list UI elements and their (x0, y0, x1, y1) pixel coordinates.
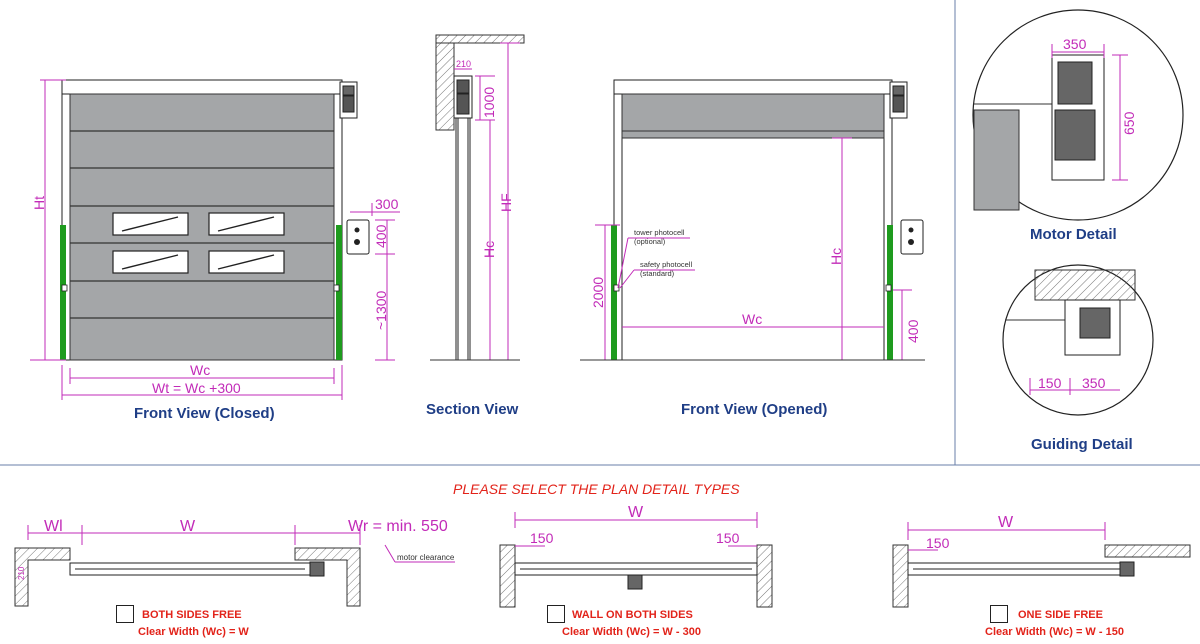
option-formula-both-sides-free: Clear Width (Wc) = W (138, 626, 249, 638)
guiding-detail (1002, 264, 1154, 416)
option-title-both-sides-free: BOTH SIDES FREE (142, 609, 242, 621)
plan1-dim-wl: Wl (44, 518, 63, 535)
note-safety-photocell: safety photocell (640, 260, 692, 269)
plan-heading: PLEASE SELECT THE PLAN DETAIL TYPES (453, 481, 740, 497)
dim-wc-closed: Wc (190, 362, 210, 378)
dim-hc-opened: Hc (828, 248, 844, 265)
plan3-dim-left: 150 (926, 535, 950, 551)
title-motor-detail: Motor Detail (1030, 226, 1117, 243)
dim-wt: Wt = Wc +300 (152, 380, 241, 396)
option-title-one-side-free: ONE SIDE FREE (1018, 609, 1103, 621)
dim-ht: Ht (31, 196, 47, 210)
plan1-dim-side: 210 (17, 566, 26, 580)
option-title-wall-both-sides: WALL ON BOTH SIDES (572, 609, 693, 621)
dim-wc-opened: Wc (742, 311, 762, 327)
plan1-dim-wr: Wr = min. 550 (348, 518, 448, 535)
dim-350-motor: 350 (1063, 36, 1087, 52)
plan3-dim-w: W (998, 514, 1014, 531)
dim-2000: 2000 (590, 277, 606, 308)
checkbox-both-sides-free[interactable] (116, 605, 134, 623)
option-formula-wall-both-sides: Clear Width (Wc) = W - 300 (562, 626, 701, 638)
title-front-view-opened: Front View (Opened) (681, 401, 828, 418)
plan-one-side-free (892, 522, 1191, 608)
note-tower-optional: (optional) (634, 237, 666, 246)
checkbox-wall-both-sides[interactable] (547, 605, 565, 623)
option-formula-one-side-free: Clear Width (Wc) = W - 150 (985, 626, 1124, 638)
plan-wall-both-sides (499, 512, 773, 608)
plan2-dim-w: W (628, 504, 644, 521)
dim-650-motor: 650 (1121, 111, 1137, 135)
note-safety-standard: (standard) (640, 269, 675, 278)
plan2-dim-left: 150 (530, 530, 554, 546)
plan1-note-motor-clearance: motor clearance (397, 553, 455, 562)
dim-1000: 1000 (481, 87, 497, 118)
dim-300-closed: 300 (375, 196, 399, 212)
title-section-view: Section View (426, 401, 519, 418)
dim-210-section: 210 (456, 59, 471, 69)
section-view (430, 34, 525, 361)
plan-both-sides-free (14, 525, 455, 607)
front-view-opened (580, 79, 925, 361)
dim-350-guiding: 350 (1082, 375, 1106, 391)
motor-detail (972, 9, 1184, 221)
dim-150-guiding: 150 (1038, 375, 1062, 391)
note-tower-photocell: tower photocell (634, 228, 685, 237)
title-front-view-closed: Front View (Closed) (134, 405, 275, 422)
plan2-dim-right: 150 (716, 530, 740, 546)
plan1-dim-w: W (180, 518, 196, 535)
title-guiding-detail: Guiding Detail (1031, 436, 1133, 453)
dim-hf: HF (498, 193, 514, 212)
checkbox-one-side-free[interactable] (990, 605, 1008, 623)
dim-1300: ~1300 (373, 290, 389, 330)
dim-hc-section: Hc (481, 241, 497, 258)
dim-400-closed: 400 (373, 224, 389, 248)
dim-400-opened: 400 (905, 319, 921, 343)
front-view-closed (30, 79, 400, 400)
